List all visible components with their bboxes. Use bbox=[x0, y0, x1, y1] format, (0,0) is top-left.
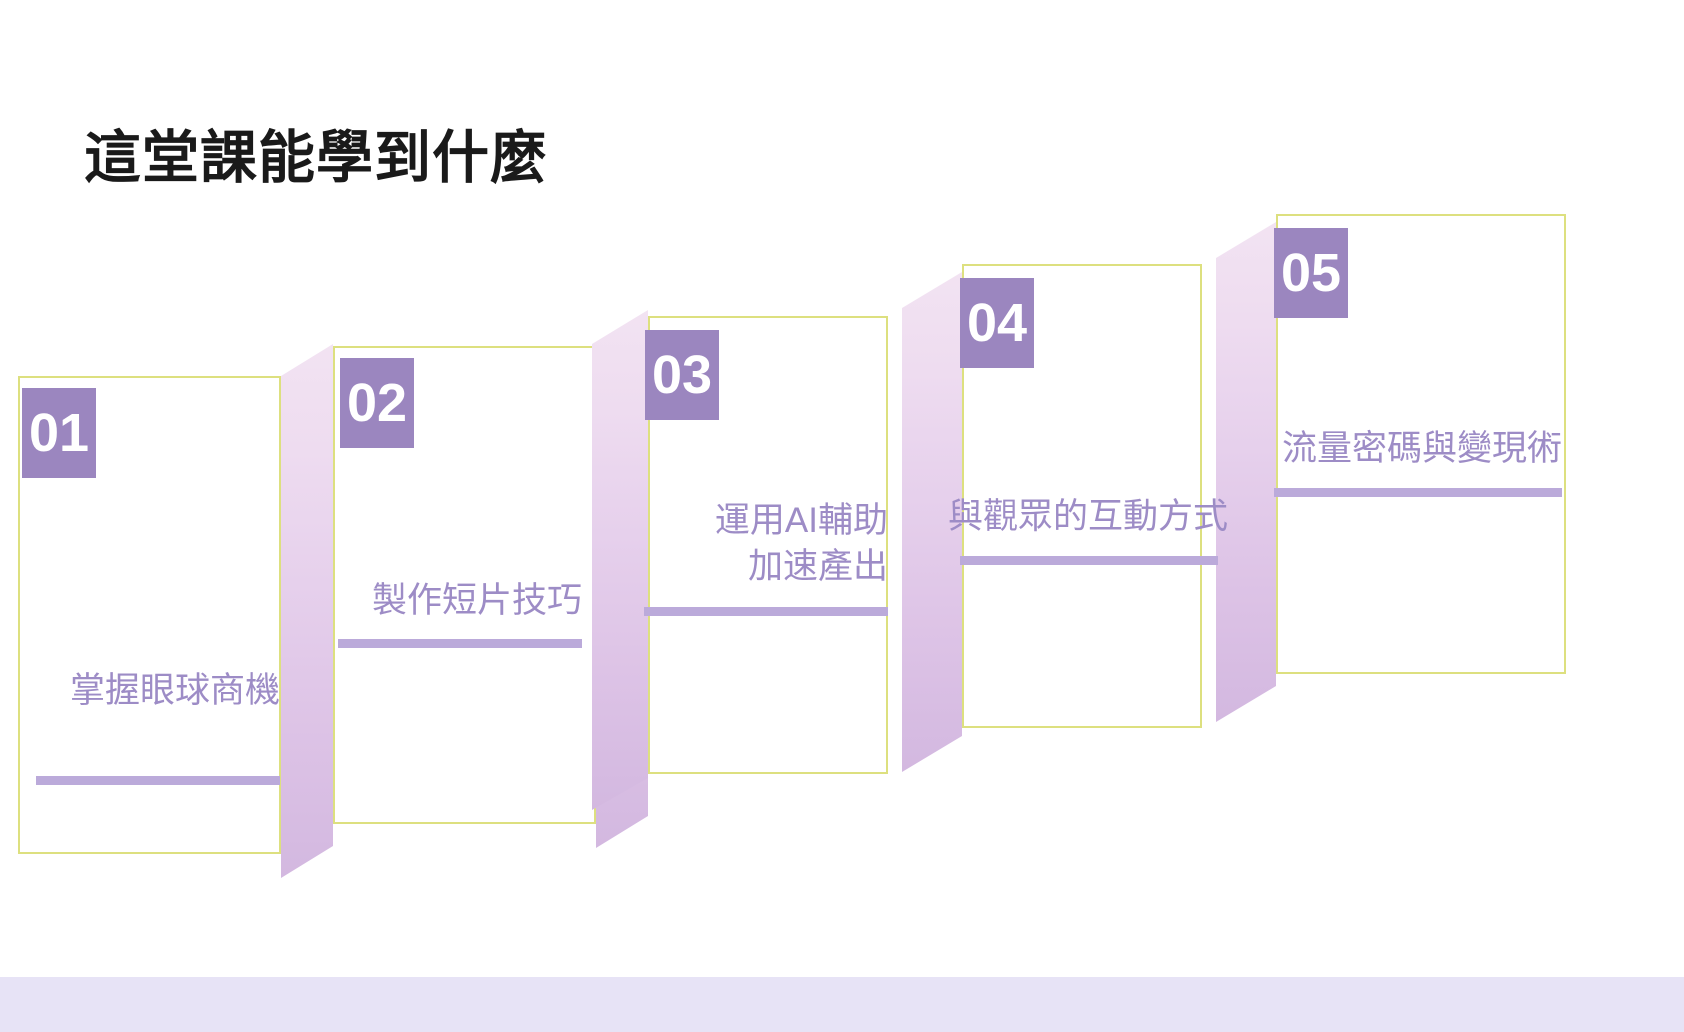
step-number-badge-04: 04 bbox=[960, 278, 1034, 368]
card-side-face-03 bbox=[592, 310, 648, 810]
bottom-band bbox=[0, 977, 1684, 1032]
step-caption-rule-01 bbox=[36, 776, 280, 785]
step-caption-04: 與觀眾的互動方式 bbox=[948, 494, 1228, 540]
step-caption-01: 掌握眼球商機 bbox=[36, 668, 280, 714]
step-caption-02: 製作短片技巧 bbox=[338, 578, 582, 624]
step-caption-line1-04: 與觀眾的互動方式 bbox=[948, 497, 1229, 536]
step-number-badge-05: 05 bbox=[1274, 228, 1348, 318]
card-side-face-04 bbox=[902, 272, 962, 772]
step-number-badge-03: 03 bbox=[645, 330, 719, 420]
step-card-02[interactable] bbox=[333, 346, 596, 824]
step-caption-rule-03 bbox=[644, 607, 888, 616]
step-number-badge-02: 02 bbox=[340, 358, 414, 448]
step-caption-rule-05 bbox=[1274, 488, 1562, 497]
step-caption-rule-02 bbox=[338, 639, 582, 648]
steps-diagram: 01 掌握眼球商機 02 製作短片技巧 bbox=[18, 214, 1566, 878]
step-caption-line1-05: 流量密碼與變現術 bbox=[1281, 429, 1562, 468]
step-number-badge-01: 01 bbox=[22, 388, 96, 478]
card-face-02 bbox=[333, 346, 596, 824]
step-caption-line1-01: 掌握眼球商機 bbox=[69, 671, 280, 710]
step-caption-line2-03: 加速產出 bbox=[747, 547, 888, 586]
card-side-face-01 bbox=[281, 344, 333, 878]
step-caption-03: 運用AI輔助 加速產出 bbox=[644, 498, 888, 590]
step-caption-rule-04 bbox=[960, 556, 1218, 565]
step-caption-line1-02: 製作短片技巧 bbox=[371, 581, 582, 620]
page-title: 這堂課能學到什麼 bbox=[84, 126, 548, 191]
step-caption-05: 流量密碼與變現術 bbox=[1272, 426, 1562, 472]
step-caption-line1-03: 運用AI輔助 bbox=[714, 501, 888, 540]
card-side-face-05 bbox=[1216, 222, 1276, 722]
